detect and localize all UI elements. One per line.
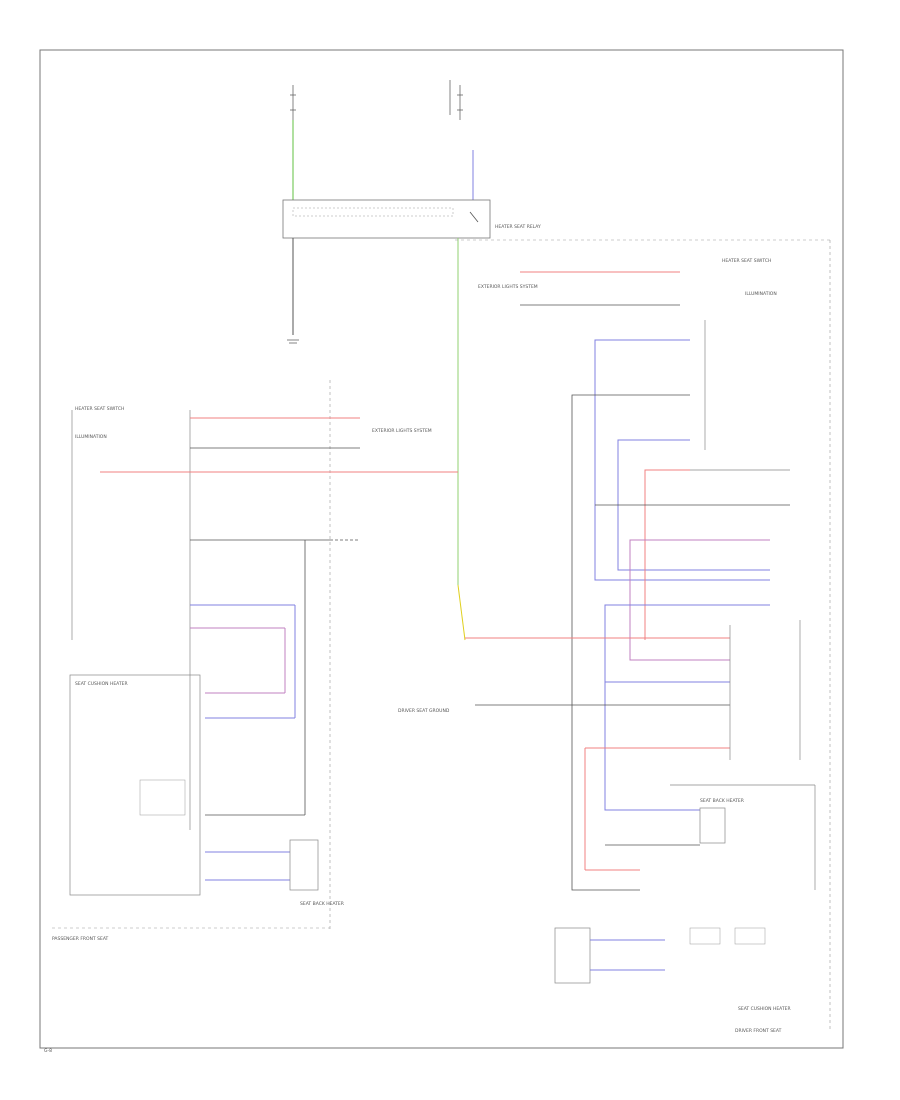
- label-heater-seat-switch-right: HEATER SEAT SWITCH: [722, 258, 771, 264]
- heater-seat-relay: [282, 199, 491, 239]
- right-seat-cushion-heater: [554, 927, 591, 984]
- label-figure-ref: G-8: [44, 1048, 52, 1054]
- label-illumination-left: ILLUMINATION: [75, 434, 107, 440]
- label-seat-back-heater-right: SEAT BACK HEATER: [700, 798, 744, 804]
- label-driver-seat-ground: DRIVER SEAT GROUND: [398, 708, 450, 714]
- diagram-border: [39, 49, 844, 1049]
- wire-red-right-1: [644, 469, 690, 640]
- label-exterior-lights-left: EXTERIOR LIGHTS SYSTEM: [372, 428, 432, 434]
- fuse-group-left: [290, 85, 296, 120]
- label-heater-seat-relay: HEATER SEAT RELAY: [495, 224, 541, 230]
- wire-blue-right-3: [604, 604, 770, 811]
- label-seat-back-heater-left: SEAT BACK HEATER: [300, 901, 344, 907]
- label-seat-cushion-heater-right: SEAT CUSHION HEATER: [738, 1006, 791, 1012]
- wire-purple-right-1: [629, 539, 770, 661]
- label-passenger-front-seat: PASSENGER FRONT SEAT: [52, 936, 109, 942]
- ground-symbol-top: [287, 339, 299, 344]
- right-seat-back-heater: [699, 807, 726, 844]
- label-exterior-lights-right: EXTERIOR LIGHTS SYSTEM: [478, 284, 538, 290]
- wire-yellow-trunk: [457, 584, 466, 641]
- wire-black-right-1: [571, 394, 690, 891]
- label-driver-front-seat: DRIVER FRONT SEAT: [735, 1028, 782, 1034]
- left-seat-cushion-heater: [69, 674, 201, 896]
- left-seat-back-heater: [289, 839, 319, 891]
- right-heater-switch-box: [690, 320, 801, 760]
- label-seat-cushion-heater-left: SEAT CUSHION HEATER: [75, 681, 128, 687]
- label-heater-seat-switch-left: HEATER SEAT SWITCH: [75, 406, 124, 412]
- wire-blue-right-1: [594, 339, 770, 581]
- fuse-group-right: [449, 80, 463, 120]
- label-illumination-right: ILLUMINATION: [745, 291, 777, 297]
- left-heater-switch-box: [71, 410, 191, 830]
